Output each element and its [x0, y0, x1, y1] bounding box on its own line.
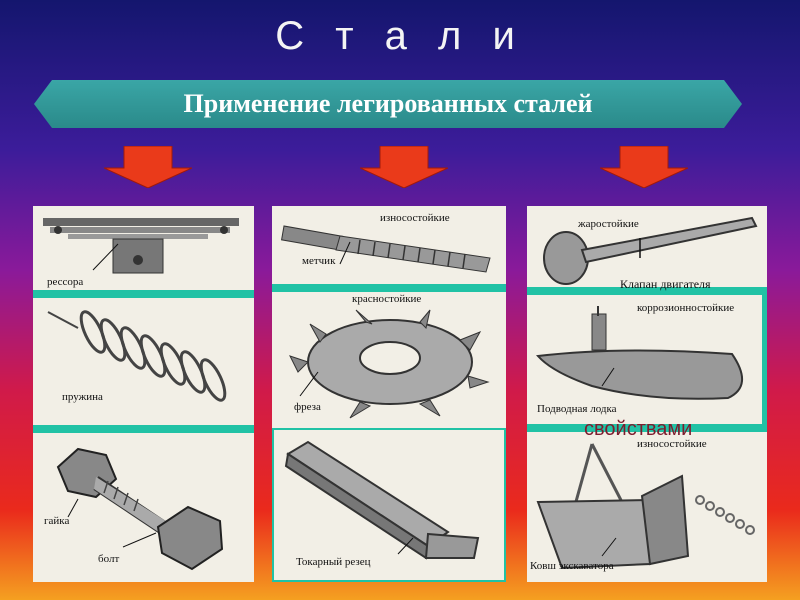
label-nut: гайка: [44, 515, 70, 527]
engine-valve-illustration: [543, 216, 758, 285]
label-mill: фреза: [294, 401, 321, 413]
excavator-bucket-illustration: [536, 443, 755, 570]
bolt-nut-illustration: [56, 447, 224, 571]
label-submarine: Подводная лодка: [537, 403, 617, 415]
tap-illustration: [280, 225, 491, 273]
label-spring: пружина: [62, 391, 103, 403]
label-lathe-tool: Токарный резец: [296, 556, 371, 568]
label-engine-valve: Клапан двигателя: [620, 277, 711, 291]
label-excavator-bucket: Ковш экскаватора: [530, 560, 614, 572]
label-corrosion-resistant: коррозионностойкие: [637, 302, 735, 314]
separator: [33, 290, 254, 298]
lathe-tool-frame: [272, 428, 506, 582]
label-heat-resistant: жаростойкие: [578, 218, 639, 230]
separator: [527, 424, 767, 432]
label-bolt: болт: [98, 553, 120, 565]
banner-shape: [34, 80, 742, 128]
down-arrow-icon: [360, 146, 448, 188]
page-title: С т а л и: [275, 14, 525, 58]
separator: [762, 287, 767, 427]
label-tap: метчик: [302, 255, 336, 267]
milling-cutter-illustration: [289, 309, 490, 419]
banner-title: Применение легированных сталей: [183, 89, 593, 118]
down-arrow-icon: [104, 146, 192, 188]
separator: [33, 425, 254, 433]
submarine-illustration: [535, 306, 743, 400]
coil-spring-illustration: [47, 310, 227, 402]
overlay-text: свойствами: [584, 418, 693, 440]
label-spring-leaf: рессора: [47, 276, 84, 288]
leaf-spring-illustration: [43, 218, 239, 274]
label-wear-resistant: износостойкие: [380, 212, 450, 224]
down-arrow-icon: [600, 146, 688, 188]
label-red-hard: красностойкие: [352, 293, 422, 305]
lathe-tool-illustration: [284, 440, 480, 560]
label-wear-resistant-2: износостойкие: [637, 438, 707, 450]
separator: [527, 287, 767, 295]
separator: [272, 284, 506, 292]
